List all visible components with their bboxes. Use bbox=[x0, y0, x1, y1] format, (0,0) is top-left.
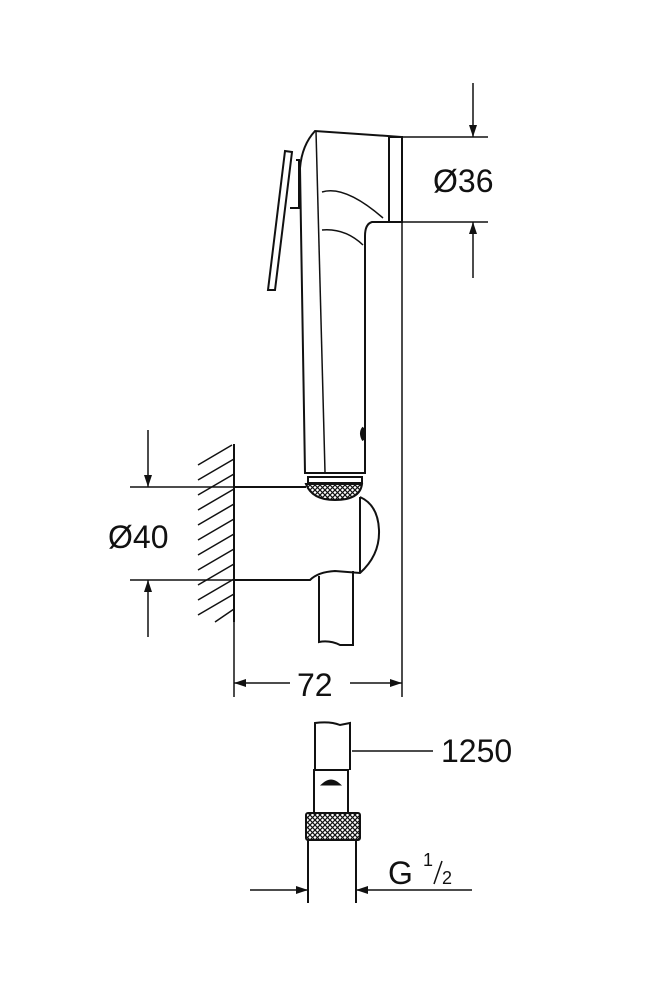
dim-hose-lines bbox=[250, 750, 472, 894]
dim-holder-diameter-lines bbox=[130, 430, 235, 697]
wall-hatching bbox=[197, 444, 235, 623]
dim-thread-numerator: 1 bbox=[423, 850, 433, 870]
dim-thread-denominator: 2 bbox=[442, 868, 452, 888]
body-nut-ring bbox=[307, 476, 363, 484]
dim-hose-length: 1250 bbox=[441, 733, 512, 769]
dim-projection: 72 bbox=[297, 667, 333, 703]
wall-holder bbox=[234, 486, 381, 581]
handshower-body bbox=[298, 129, 403, 474]
dim-thread-g: G bbox=[388, 855, 413, 891]
hose-upper bbox=[318, 571, 354, 646]
dim-head-diameter: Ø36 bbox=[433, 163, 493, 199]
hose-lower bbox=[305, 721, 361, 903]
dim-thread-fraction-slash bbox=[433, 860, 443, 885]
body-knurled-nut bbox=[304, 483, 364, 502]
dim-holder-diameter: Ø40 bbox=[108, 519, 168, 555]
dim-head-diameter-lines bbox=[401, 83, 488, 697]
trigger-lever bbox=[266, 149, 300, 291]
